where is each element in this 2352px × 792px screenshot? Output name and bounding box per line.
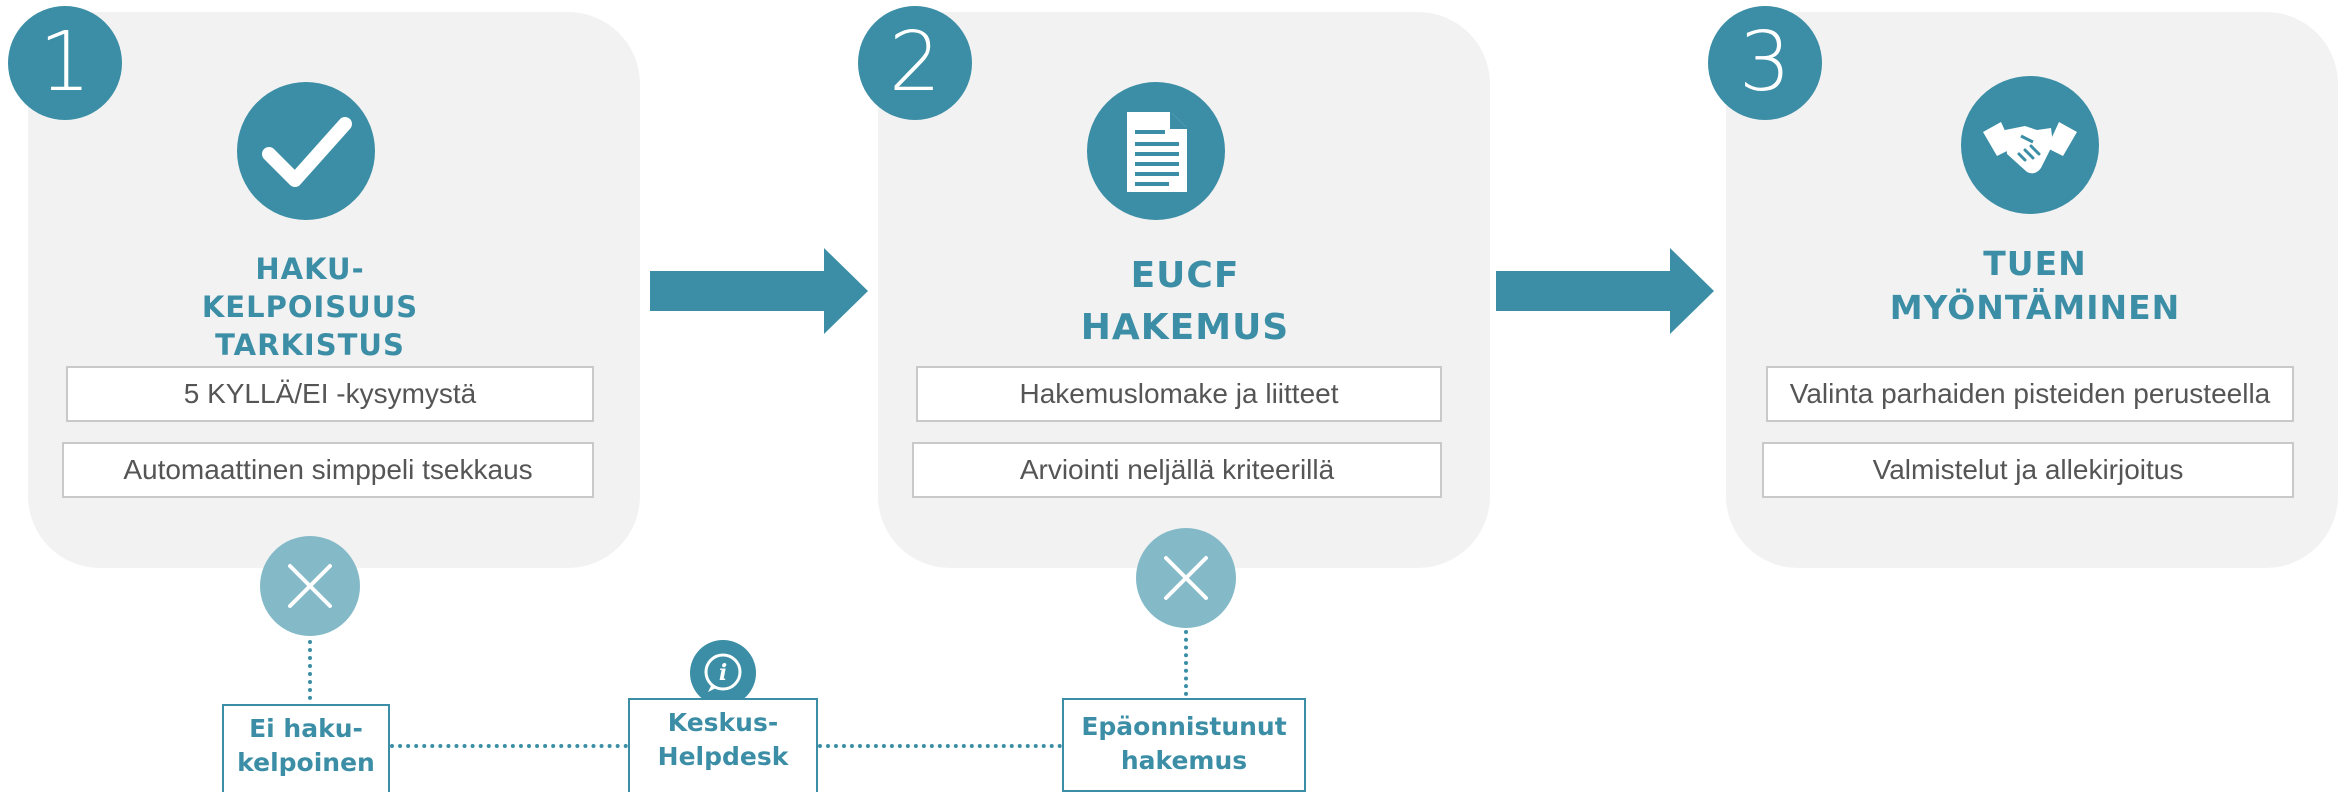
step-2-item-form: Hakemuslomake ja liitteet bbox=[916, 366, 1442, 422]
step-3-item-signing: Valmistelut ja allekirjoitus bbox=[1762, 442, 2294, 498]
handshake-icon bbox=[1961, 76, 2099, 214]
step-1-number-badge: 1 bbox=[8, 6, 122, 120]
helpdesk-box: Keskus- Helpdesk bbox=[628, 698, 818, 792]
step-1-title-line: HAKU- bbox=[255, 252, 365, 286]
step-2-title-line: HAKEMUS bbox=[1080, 307, 1290, 348]
rejected-x-icon bbox=[260, 536, 360, 636]
step-1-title: HAKU- KELPOISUUS TARKISTUS bbox=[160, 250, 460, 364]
arrow-right-icon bbox=[650, 248, 868, 334]
step-3-number-badge: 3 bbox=[1708, 6, 1822, 120]
failed-application-box: Epäonnistunut hakemus bbox=[1062, 698, 1306, 792]
failed-label-line: Epäonnistunut bbox=[1081, 712, 1287, 741]
checkmark-icon bbox=[237, 82, 375, 220]
arrow-right-icon bbox=[1496, 248, 1714, 334]
not-eligible-box: Ei haku- kelpoinen bbox=[222, 704, 390, 792]
step-3-title-line: TUEN bbox=[1983, 244, 2087, 283]
step-1-title-line: TARKISTUS bbox=[215, 328, 405, 362]
step-1-item-auto-check: Automaattinen simppeli tsekkaus bbox=[62, 442, 594, 498]
step-1-title-line: KELPOISUUS bbox=[201, 290, 419, 324]
helpdesk-label-line: Keskus- bbox=[667, 708, 779, 737]
step-2-item-criteria: Arviointi neljällä kriteerillä bbox=[912, 442, 1442, 498]
step-2-title: EUCF HAKEMUS bbox=[1000, 250, 1370, 354]
helpdesk-label-line: Helpdesk bbox=[657, 742, 789, 771]
step-2-title-line: EUCF bbox=[1130, 255, 1240, 296]
step-1-item-questions: 5 KYLLÄ/EI -kysymystä bbox=[66, 366, 594, 422]
failed-label-line: hakemus bbox=[1120, 746, 1248, 775]
step-3-title: TUEN MYÖNTÄMINEN bbox=[1840, 242, 2230, 330]
svg-text:i: i bbox=[719, 660, 727, 686]
connector-line bbox=[1184, 630, 1188, 696]
step-3-item-selection: Valinta parhaiden pisteiden perusteella bbox=[1766, 366, 2294, 422]
not-eligible-label-line: Ei haku- bbox=[249, 714, 363, 743]
connector-line bbox=[390, 744, 628, 748]
connector-line bbox=[818, 744, 1062, 748]
connector-line bbox=[308, 640, 312, 700]
rejected-x-icon bbox=[1136, 528, 1236, 628]
document-icon bbox=[1087, 82, 1225, 220]
step-3-title-line: MYÖNTÄMINEN bbox=[1889, 288, 2181, 327]
info-speech-icon: i bbox=[690, 640, 756, 706]
not-eligible-label-line: kelpoinen bbox=[237, 748, 375, 777]
step-2-number-badge: 2 bbox=[858, 6, 972, 120]
